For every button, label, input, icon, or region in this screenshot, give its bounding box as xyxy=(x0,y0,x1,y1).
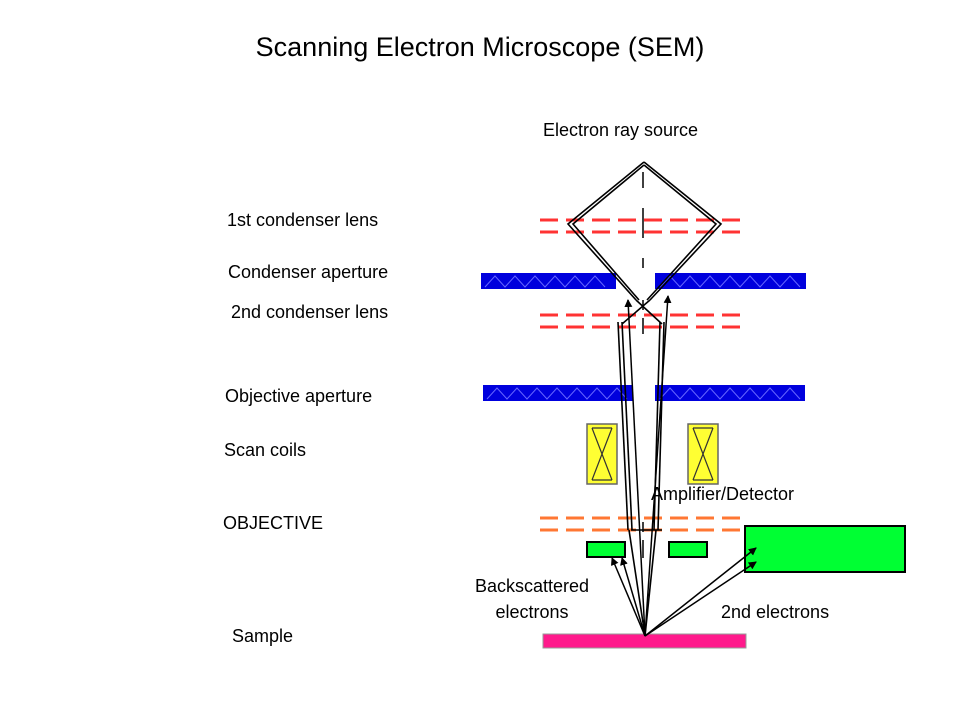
scan-coil-left xyxy=(586,423,618,485)
second-condenser-lens xyxy=(540,313,748,329)
label-sample: Sample xyxy=(232,626,294,646)
objective-detector-left xyxy=(586,541,626,558)
scan-coil-right xyxy=(687,423,719,485)
objective-lens xyxy=(540,516,748,532)
label-objective: OBJECTIVE xyxy=(223,513,324,533)
label-condenser-aperture: Condenser aperture xyxy=(228,262,389,282)
amplifier-detector-box xyxy=(744,525,906,573)
label-amplifier-detector: Amplifier/Detector xyxy=(651,484,795,504)
objective-aperture xyxy=(483,385,805,401)
label-backscattered-line1: Backscattered xyxy=(474,576,590,596)
label-objective-aperture: Objective aperture xyxy=(225,386,373,406)
label-2nd-electrons: 2nd electrons xyxy=(721,602,830,622)
secondary-electron-arrows xyxy=(644,547,757,637)
backscattered-arrows xyxy=(611,295,672,637)
label-1st-condenser-lens: 1st condenser lens xyxy=(227,210,379,230)
label-electron-source: Electron ray source xyxy=(543,120,699,140)
label-backscattered-line2: electrons xyxy=(495,602,569,622)
condenser-aperture xyxy=(481,273,806,289)
objective-detector-right xyxy=(668,541,708,558)
label-2nd-condenser-lens: 2nd condenser lens xyxy=(231,302,389,322)
page-title: Scanning Electron Microscope (SEM) xyxy=(255,32,705,62)
label-scan-coils: Scan coils xyxy=(224,440,307,460)
